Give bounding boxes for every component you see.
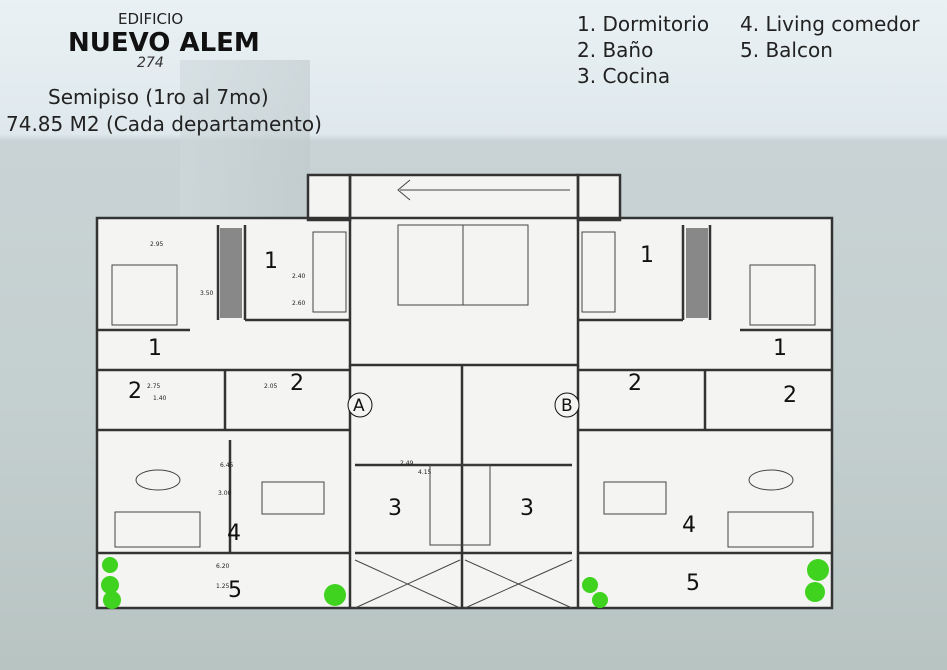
plant-icon (592, 592, 608, 608)
room-number-dorm: 1 (773, 336, 787, 361)
room-number-bath: 2 (628, 371, 642, 396)
unit-label-b: B (561, 396, 573, 416)
legend-item: 4. Living comedor (740, 12, 920, 36)
stair-arrow (397, 179, 570, 201)
legend-col-1: 1. Dormitorio 2. Baño 3. Cocina (577, 11, 709, 89)
dimension: 2.95 (150, 241, 164, 248)
legend-item: 1. Dormitorio (577, 12, 710, 36)
room-number-dorm: 1 (148, 336, 162, 361)
dimension: 2.05 (264, 383, 278, 390)
legend-item: 2. Baño (577, 38, 654, 62)
unit-marker-a (347, 392, 373, 418)
bed-double-right (749, 264, 816, 326)
wardrobe-left (220, 228, 242, 318)
dining-table-right (603, 481, 667, 515)
room-number-kitchen: 3 (388, 496, 402, 521)
bed-single-right (581, 231, 616, 313)
room-number-balcony: 5 (686, 571, 700, 596)
building-label: EDIFICIO (118, 10, 184, 28)
room-number-living: 4 (682, 513, 696, 538)
coffee-table-right (748, 469, 794, 491)
kitchen-counter (429, 464, 491, 546)
unit-marker-b (554, 392, 580, 418)
room-number-bath: 2 (290, 371, 304, 396)
stair-core (348, 173, 580, 367)
dimension: 2.40 (292, 273, 306, 280)
plant-icon (103, 591, 121, 609)
plant-icon (805, 582, 825, 602)
legend-item: 3. Cocina (577, 64, 671, 88)
left-unit-walls (97, 225, 352, 608)
coffee-table-left (135, 469, 181, 491)
core-top-floor (308, 175, 620, 225)
plant-icon (101, 576, 119, 594)
right-unit-walls (576, 225, 832, 608)
shaft-left (306, 173, 352, 222)
room-number-balcony: 5 (228, 578, 242, 603)
header: EDIFICIO NUEVO ALEM 274 Semipiso (1ro al… (0, 0, 947, 140)
building-name: NUEVO ALEM (68, 28, 260, 58)
dimension: 3.50 (200, 290, 214, 297)
dimension: 3.00 (218, 490, 232, 497)
plan-floor (97, 218, 832, 608)
dining-table-left (261, 481, 325, 515)
plants (101, 557, 829, 609)
room-number-living: 4 (227, 521, 241, 546)
dimension: 1.40 (153, 395, 167, 402)
plant-icon (807, 559, 829, 581)
room-number-bath: 2 (128, 379, 142, 404)
dimension: 2.49 (400, 460, 414, 467)
unit-label-a: A (353, 396, 365, 416)
dimension: 6.45 (220, 462, 234, 469)
dimension: 1.25 (216, 583, 230, 590)
dimension: 2.60 (292, 300, 306, 307)
legend-col-2: 4. Living comedor 5. Balcon (740, 11, 919, 63)
building-number: 274 (137, 55, 164, 71)
dimension: 4.15 (418, 469, 432, 476)
sofa-right (727, 511, 814, 548)
floor-range: Semipiso (1ro al 7mo) (48, 85, 269, 109)
sofa-left (114, 511, 201, 548)
room-number-dorm: 1 (640, 243, 654, 268)
wardrobe-right (686, 228, 708, 318)
background-building (180, 60, 310, 240)
dimension: 2.75 (147, 383, 161, 390)
dimension: 6.20 (216, 563, 230, 570)
room-number-kitchen: 3 (520, 496, 534, 521)
plant-icon (324, 584, 346, 606)
light-wells (354, 559, 573, 609)
plant-icon (102, 557, 118, 573)
shaft-right (576, 173, 622, 222)
bed-double-left (111, 264, 178, 326)
unit-area: 74.85 M2 (Cada departamento) (6, 112, 322, 136)
room-number-bath: 2 (783, 383, 797, 408)
legend-item: 5. Balcon (740, 38, 833, 62)
bed-single-left (312, 231, 347, 313)
room-number-dorm: 1 (264, 249, 278, 274)
plant-icon (582, 577, 598, 593)
outer-wall (95, 216, 834, 610)
